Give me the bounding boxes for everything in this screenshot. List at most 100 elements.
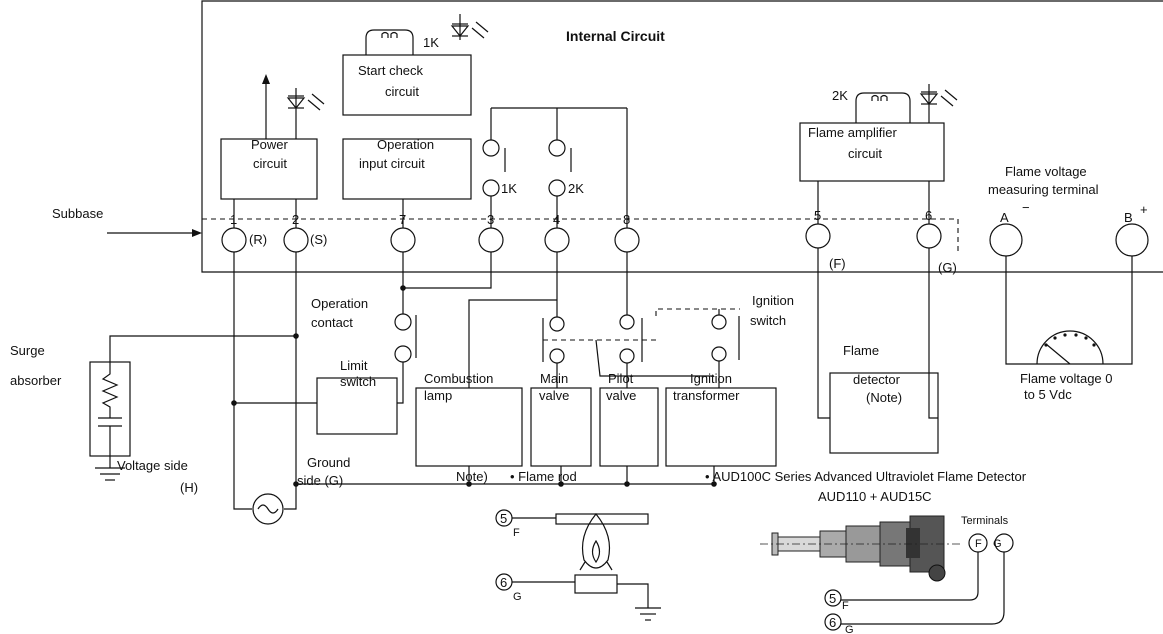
- note-aud-detector: • AUD100C Series Advanced Ultraviolet Fl…: [705, 469, 1027, 484]
- terminal-a: [989, 223, 1023, 257]
- ignition-tr-label-2: transformer: [673, 388, 740, 403]
- start-check-label-2: circuit: [385, 84, 419, 99]
- measuring-label-1: Flame voltage: [1005, 164, 1087, 179]
- aud-terminal-6-number: 6: [829, 615, 836, 630]
- limit-switch-label-2: switch: [340, 374, 376, 389]
- flame-rod-terminal-6: 6: [500, 575, 507, 590]
- led-power-icon: [286, 88, 325, 139]
- flame-amplifier-circuit-box: [799, 122, 945, 182]
- wire-b-meter: [1103, 256, 1133, 365]
- ground-icon-flame-rod: [635, 607, 661, 621]
- terminal-a-sign: −: [1022, 200, 1030, 215]
- terminal-1: [221, 227, 247, 253]
- flame-rod-terminal-5: 5: [500, 511, 507, 526]
- ignition-contact-bottom: [711, 346, 727, 362]
- junction-bus-main: [558, 481, 564, 487]
- relay-2k-label: 2K: [832, 88, 848, 103]
- terminal-6-number: 6: [925, 208, 932, 223]
- aud-terminal-6-g: G: [845, 624, 854, 634]
- wire-t6-detector: [928, 248, 938, 419]
- terminal-4: [544, 227, 570, 253]
- subbase-outline: [202, 218, 959, 254]
- voltage-side-label-1: Voltage side: [117, 458, 188, 473]
- aud-model-label: AUD110 + AUD15C: [818, 489, 932, 504]
- operation-input-label-2: input circuit: [359, 156, 425, 171]
- contact-2k-bottom: [548, 179, 566, 197]
- ignition-switch-link: [655, 308, 740, 316]
- pilot-valve-label-1: Pilot: [608, 371, 634, 386]
- operation-contact-top: [394, 313, 412, 331]
- flame-rod-illustration: [495, 509, 649, 608]
- voltage-side-label-2: (H): [180, 480, 198, 495]
- terminal-5-tag: (F): [829, 256, 846, 271]
- led-1k-icon: [450, 14, 489, 40]
- aud-wire-terminal-5: [824, 589, 842, 607]
- junction-t7: [400, 285, 406, 291]
- wire-t3-op: [403, 252, 492, 289]
- note-flame-rod: • Flame rod: [510, 469, 577, 484]
- ignition-switch-label-1: Ignition: [752, 293, 794, 308]
- operation-input-label-1: Operation: [377, 137, 434, 152]
- terminal-6: [916, 223, 942, 249]
- ground-side-label-2: side (G): [297, 473, 343, 488]
- subbase-arrow: [107, 229, 202, 237]
- limit-switch-box: [316, 377, 398, 435]
- flame-amp-label-1: Flame amplifier: [808, 125, 898, 140]
- contact-1k-label: 1K: [501, 181, 517, 196]
- junction-bus-ignition: [711, 481, 717, 487]
- terminal-1-number: 1: [230, 212, 237, 227]
- flame-rod-terminal-f: F: [513, 527, 520, 539]
- contact-2k-top: [548, 139, 566, 157]
- aud-terminal-5-f: F: [842, 600, 849, 612]
- terminal-b-label: B: [1124, 210, 1133, 225]
- pilot-valve-label-2: valve: [606, 388, 636, 403]
- terminal-7-number: 7: [399, 212, 406, 227]
- combustion-label-1: Combustion: [424, 371, 493, 386]
- terminal-4-number: 4: [553, 212, 560, 227]
- pilot-contact-top: [619, 314, 635, 330]
- flame-detector-box: [829, 372, 939, 454]
- terminal-5: [805, 223, 831, 249]
- limit-switch-label-1: Limit: [340, 358, 368, 373]
- terminal-8: [614, 227, 640, 253]
- relay-2k-coil-icon: [855, 92, 911, 123]
- junction-bus-t2: [293, 481, 299, 487]
- power-circuit-label-2: circuit: [253, 156, 287, 171]
- terminal-3: [478, 227, 504, 253]
- contact-1k-bottom: [482, 179, 500, 197]
- wire-t1-source: [233, 484, 252, 510]
- terminal-7: [390, 227, 416, 253]
- start-check-label-1: Start check: [358, 63, 424, 78]
- uv-detector-illustration: [760, 515, 960, 582]
- ignition-contact-top: [711, 314, 727, 330]
- terminal-b: [1115, 223, 1149, 257]
- flame-detector-label-2: detector: [853, 372, 901, 387]
- terminal-6-tag: (G): [938, 260, 957, 275]
- terminal-2-number: 2: [292, 212, 299, 227]
- wire-surge-top: [109, 335, 296, 362]
- wire-aud-f: [841, 552, 979, 601]
- power-circuit-box: [220, 138, 318, 200]
- junction-surge: [293, 333, 299, 339]
- pilot-valve-box: [599, 387, 659, 467]
- internal-contacts-wiring: [490, 107, 628, 228]
- operation-input-circuit-box: [342, 138, 472, 200]
- meter-label-1: Flame voltage 0: [1020, 371, 1113, 386]
- ground-side-label-1: Ground: [307, 455, 350, 470]
- wire-lamp-t4: [468, 299, 557, 388]
- main-contact-bottom: [549, 348, 565, 364]
- flame-amp-label-2: circuit: [848, 146, 882, 161]
- operation-contact-label-2: contact: [311, 315, 353, 330]
- power-circuit-label-1: Power: [251, 137, 289, 152]
- ground-icon-voltage-side: [95, 467, 125, 481]
- flame-detector-label-3: (Note): [866, 390, 902, 405]
- subbase-label: Subbase: [52, 206, 103, 221]
- main-contact-top: [549, 316, 565, 332]
- power-output-arrow-icon: [262, 74, 270, 139]
- terminal-2-tag: (S): [310, 232, 327, 247]
- flame-detector-label-1: Flame: [843, 343, 879, 358]
- ignition-switch-label-2: switch: [750, 313, 786, 328]
- wire-aud-g: [841, 552, 1005, 625]
- voltmeter-icon: [1036, 330, 1104, 365]
- wire-op-limit: [397, 362, 404, 404]
